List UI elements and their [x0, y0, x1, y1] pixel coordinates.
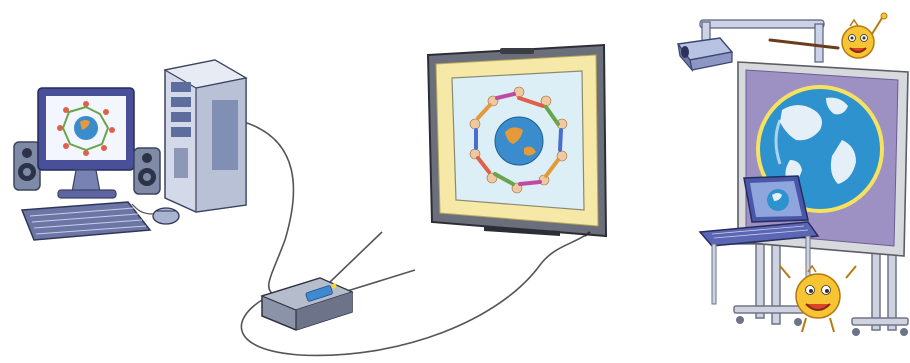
receiver-antenna-1	[330, 232, 382, 282]
pc-tower-icon	[165, 60, 246, 212]
desktop-computer-icon	[14, 60, 246, 240]
keyboard-icon	[22, 202, 150, 240]
receiver-antenna-2	[344, 270, 415, 292]
interactive-panel-icon	[428, 45, 606, 236]
monitor-icon	[38, 88, 134, 198]
whiteboard-icon	[678, 13, 908, 336]
cable-computer-to-receiver	[244, 122, 293, 296]
wireless-receiver-icon	[262, 278, 352, 330]
smiley-mascot-icon	[780, 266, 856, 332]
speaker-icon	[14, 142, 40, 190]
speaker-icon	[134, 148, 160, 194]
